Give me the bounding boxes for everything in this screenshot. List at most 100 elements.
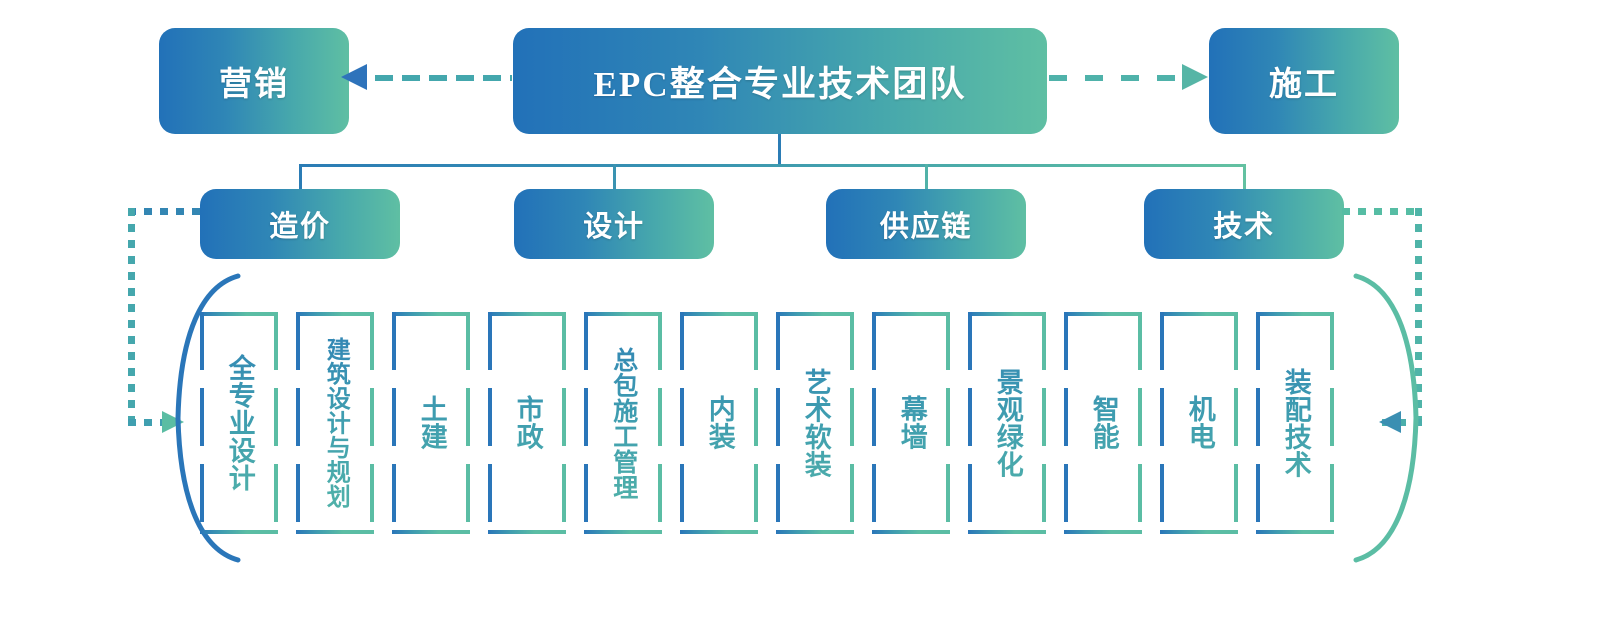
leaf-item[interactable]: 幕墙 (872, 312, 950, 534)
leaf-item[interactable]: 全专业设计 (200, 312, 278, 534)
feedback-arrow-left-icon (1379, 411, 1401, 433)
node-root-epc-team[interactable]: EPC整合专业技术团队 (513, 28, 1047, 134)
node-marketing-label: 营销 (219, 67, 289, 103)
leaf-edge-right (1042, 312, 1046, 534)
leaf-item[interactable]: 市政 (488, 312, 566, 534)
leaf-frame (1256, 312, 1334, 534)
leaf-edge-right (754, 312, 758, 534)
leaf-edge-top (968, 312, 1046, 316)
leaf-item[interactable]: 内装 (680, 312, 758, 534)
leaf-label: 市政 (488, 312, 566, 534)
leaf-edge-left (488, 312, 492, 534)
leaf-edge-top (776, 312, 854, 316)
node-design-label: 设计 (583, 211, 645, 243)
leaf-item[interactable]: 装配技术 (1256, 312, 1334, 534)
leaf-edge-top (200, 312, 278, 316)
leaf-edge-right (370, 312, 374, 534)
leaf-edge-left (584, 312, 588, 534)
leaf-edge-bottom (680, 530, 758, 534)
arrow-right-icon (1182, 64, 1208, 90)
leaf-edge-bottom (1064, 530, 1142, 534)
leaf-label: 智能 (1064, 312, 1142, 534)
leaf-edge-bottom (968, 530, 1046, 534)
group-brace-left (172, 272, 242, 564)
node-technology[interactable]: 技术 (1144, 189, 1344, 259)
feedback-loop-left-top (128, 208, 208, 215)
leaf-edge-top (392, 312, 470, 316)
leaf-edge-left (1160, 312, 1164, 534)
feedback-loop-right-bottom (1382, 419, 1422, 426)
leaf-edge-top (1160, 312, 1238, 316)
leaf-edge-left (680, 312, 684, 534)
node-cost[interactable]: 造价 (200, 189, 400, 259)
leaf-frame (1064, 312, 1142, 534)
leaf-edge-right (850, 312, 854, 534)
leaf-edge-right (466, 312, 470, 534)
node-supply-chain[interactable]: 供应链 (826, 189, 1026, 259)
drop-connector-2 (613, 164, 616, 191)
leaf-edge-left (776, 312, 780, 534)
leaf-edge-right (1330, 312, 1334, 534)
leaf-edge-right (658, 312, 662, 534)
leaf-label: 总包施工管理 (584, 312, 662, 534)
leaf-edge-bottom (488, 530, 566, 534)
leaf-edge-left (1256, 312, 1260, 534)
leaf-edge-left (1064, 312, 1068, 534)
feedback-loop-left-side (128, 208, 135, 426)
leaf-edge-top (584, 312, 662, 316)
leaf-item[interactable]: 艺术软装 (776, 312, 854, 534)
leaf-edge-left (200, 312, 204, 534)
leaf-frame (488, 312, 566, 534)
leaf-label: 艺术软装 (776, 312, 854, 534)
feedback-loop-left-bottom (128, 419, 168, 426)
leaf-item[interactable]: 建筑设计与规划 (296, 312, 374, 534)
group-brace-right (1352, 272, 1422, 564)
leaf-label: 内装 (680, 312, 758, 534)
leaf-edge-top (488, 312, 566, 316)
node-supply-chain-label: 供应链 (879, 211, 973, 243)
trunk-horizontal-bus (299, 164, 1246, 167)
drop-connector-4 (1243, 164, 1246, 191)
leaf-edge-top (680, 312, 758, 316)
leaf-frame (1160, 312, 1238, 534)
leaf-edge-bottom (200, 530, 278, 534)
leaf-frame (776, 312, 854, 534)
feedback-loop-right-side (1415, 208, 1422, 426)
leaf-label: 建筑设计与规划 (296, 312, 374, 534)
leaf-edge-left (392, 312, 396, 534)
node-marketing[interactable]: 营销 (159, 28, 349, 134)
leaf-edge-top (872, 312, 950, 316)
leaf-edge-left (872, 312, 876, 534)
dashed-connector-left (366, 75, 512, 81)
leaf-frame (392, 312, 470, 534)
leaf-edge-right (562, 312, 566, 534)
leaf-edge-left (968, 312, 972, 534)
leaf-edge-bottom (872, 530, 950, 534)
dashed-connector-right (1049, 75, 1191, 81)
leaf-edge-bottom (392, 530, 470, 534)
leaf-frame (872, 312, 950, 534)
leaf-edge-right (1138, 312, 1142, 534)
leaf-frame (200, 312, 278, 534)
node-technology-label: 技术 (1213, 211, 1275, 243)
leaf-item[interactable]: 景观绿化 (968, 312, 1046, 534)
leaf-item[interactable]: 机电 (1160, 312, 1238, 534)
node-construction[interactable]: 施工 (1209, 28, 1399, 134)
leaf-frame (584, 312, 662, 534)
leaf-edge-left (296, 312, 300, 534)
leaf-frame (296, 312, 374, 534)
leaf-item[interactable]: 土建 (392, 312, 470, 534)
leaf-item[interactable]: 智能 (1064, 312, 1142, 534)
leaf-edge-bottom (1256, 530, 1334, 534)
leaf-edge-top (1256, 312, 1334, 316)
leaf-frame (968, 312, 1046, 534)
leaf-row: 全专业设计 建筑设计与规划 土建 (200, 312, 1348, 534)
leaf-label: 幕墙 (872, 312, 950, 534)
trunk-vertical-connector (778, 134, 781, 166)
leaf-item[interactable]: 总包施工管理 (584, 312, 662, 534)
leaf-edge-right (1234, 312, 1238, 534)
node-design[interactable]: 设计 (514, 189, 714, 259)
leaf-label: 机电 (1160, 312, 1238, 534)
leaf-edge-top (296, 312, 374, 316)
